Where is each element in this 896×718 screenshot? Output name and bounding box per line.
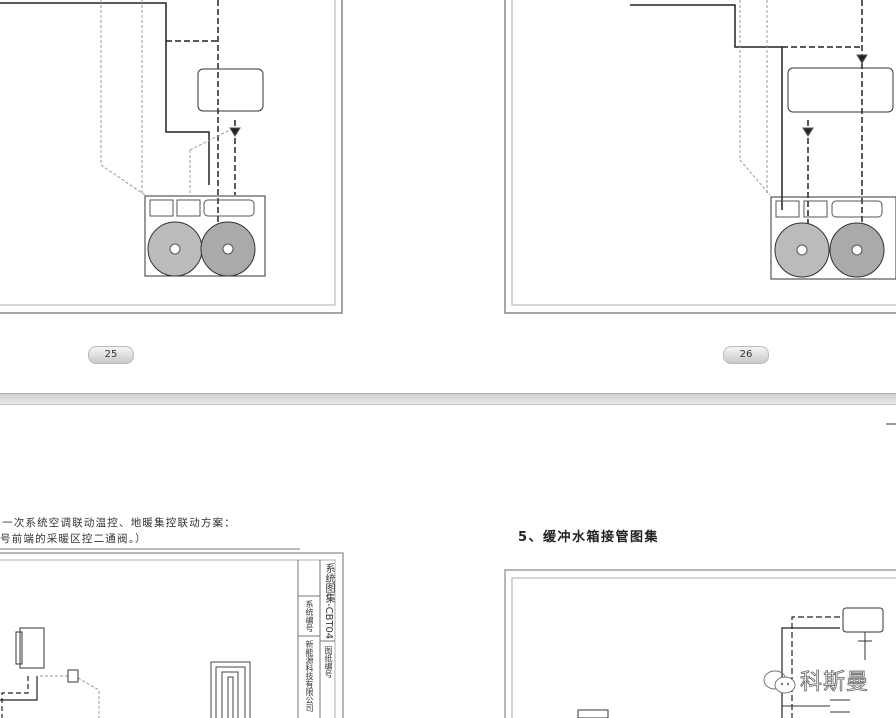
- page-number-26: 26: [723, 346, 769, 364]
- section-heading: 5、缓冲水箱接管图集: [518, 530, 660, 545]
- wechat-icon: [762, 668, 798, 696]
- page-number-25: 25: [88, 346, 134, 364]
- title-block-drawing-set: 系统图集-CBT04: [323, 563, 334, 640]
- title-block-drawing-no: 图纸编号: [324, 646, 333, 678]
- title-block-company: 新能源科技有限公司: [305, 640, 314, 712]
- top-left-drawing: [0, 0, 343, 314]
- top-right-drawing: [504, 0, 896, 314]
- watermark-text: 科斯曼: [800, 670, 870, 696]
- intro-line-2: 号前端的采暖区控二通阀。）: [0, 533, 147, 545]
- title-block-system-no: 系统编号: [305, 600, 314, 632]
- page-separator: [0, 393, 896, 405]
- bottom-left-drawing: [0, 548, 344, 718]
- intro-line-1: 一次系统空调联动温控、地暖集控联动方案：: [2, 517, 236, 529]
